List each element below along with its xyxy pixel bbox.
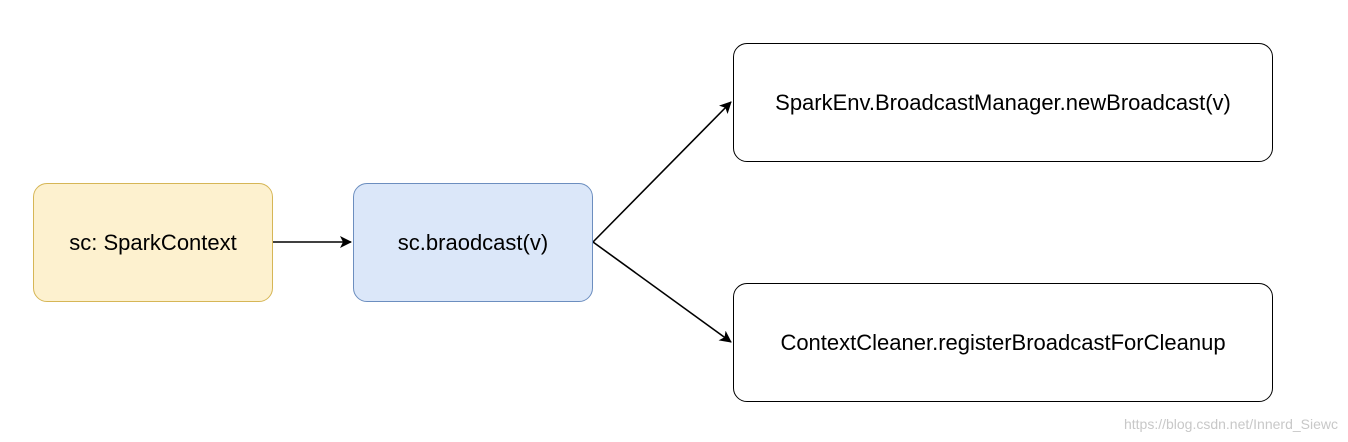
context-cleaner-label: ContextCleaner.registerBroadcastForClean… [780, 329, 1226, 355]
edge-broadcast-to-cleaner [592, 241, 732, 343]
spark-context-label: sc: SparkContext [69, 229, 237, 255]
new-broadcast-node[interactable]: SparkEnv.BroadcastManager.newBroadcast(v… [733, 43, 1273, 162]
context-cleaner-node[interactable]: ContextCleaner.registerBroadcastForClean… [733, 283, 1273, 402]
spark-context-node[interactable]: sc: SparkContext [33, 183, 273, 302]
broadcast-node[interactable]: sc.braodcast(v) [353, 183, 593, 302]
broadcast-label: sc.braodcast(v) [397, 229, 549, 255]
watermark-text: https://blog.csdn.net/Innerd_Siewc [1123, 416, 1338, 432]
new-broadcast-label: SparkEnv.BroadcastManager.newBroadcast(v… [775, 89, 1231, 115]
edge-broadcast-to-newbroadcast [592, 101, 732, 243]
